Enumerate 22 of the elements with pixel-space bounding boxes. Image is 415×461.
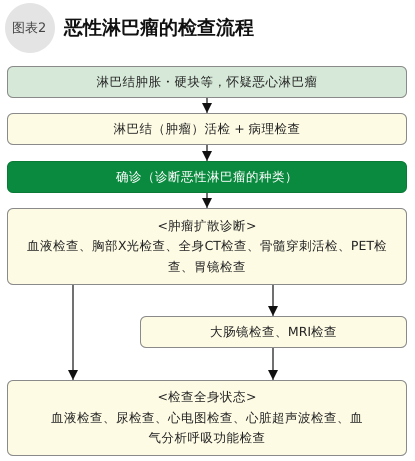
arrow [202,193,212,208]
box-text: 淋巴结（肿瘤）活检 + 病理检查 [113,120,301,138]
box-text: 血液检查、胸部X光检查、全身CT检查、骨髓穿刺活检、PET检查、胃镜检查 [26,237,388,276]
box-text: 大肠镜检查、MRI检查 [210,322,338,341]
box-text: 血液检查、尿检查、心电图检查、心脏超声波检查、血气分析呼吸功能检查 [50,408,364,448]
figure-number: 图表2 [12,20,46,37]
box-text: 确诊（诊断恶性淋巴瘤的种类） [116,168,298,186]
arrow [202,98,212,113]
box-heading: <肿瘤扩散诊断> [158,216,256,235]
arrow [268,285,278,316]
process-box [7,113,407,145]
arrow [202,145,212,161]
box-heading: <检查全身状态> [158,388,256,406]
process-box [140,316,407,348]
process-box [7,208,407,285]
process-box [7,380,407,456]
start-box [7,66,407,98]
diagnosis-box [7,161,407,193]
arrow [68,285,78,380]
title: 恶性淋巴瘤的检查流程 [64,16,254,41]
arrow [268,348,278,380]
box-text: 淋巴结肿胀・硬块等，怀疑恶心淋巴瘤 [96,72,318,91]
